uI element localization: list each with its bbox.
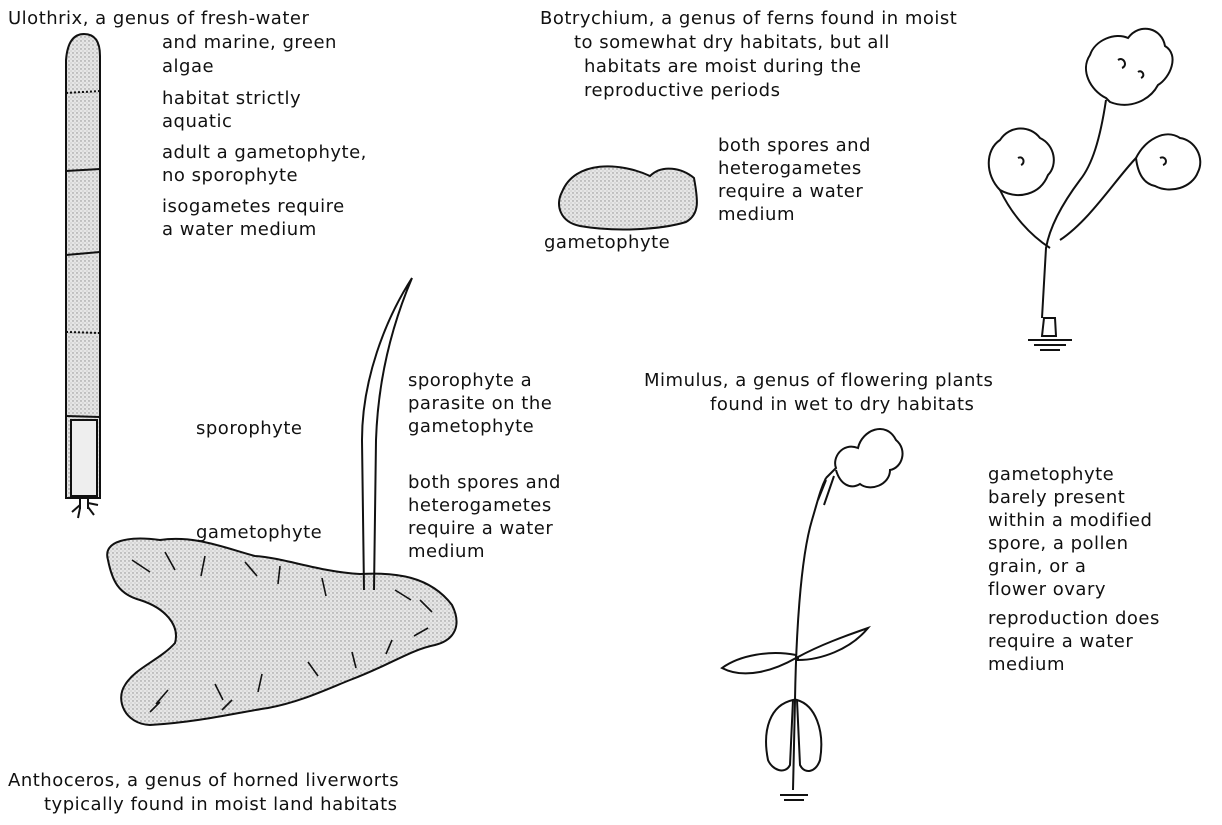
ulothrix-note-habitat-line-2: aquatic xyxy=(162,111,232,133)
ulothrix-note-adult-line-2: no sporophyte xyxy=(162,165,298,187)
ulothrix-note-isogametes-line-1: isogametes require xyxy=(162,196,345,218)
anthoceros-sporophyte-label: sporophyte xyxy=(196,418,302,440)
anthoceros-note-spores-line-2: heterogametes xyxy=(408,495,552,517)
mimulus-note-gametophyte-line-1: gametophyte xyxy=(988,464,1114,486)
anthoceros-gametophyte-label: gametophyte xyxy=(196,522,322,544)
anthoceros-note-spores-line-4: medium xyxy=(408,541,485,563)
botrychium-title-line-1: Botrychium, a genus of ferns found in mo… xyxy=(540,8,957,30)
anthoceros-thallus-drawing xyxy=(107,539,456,725)
ulothrix-note-isogametes-line-2: a water medium xyxy=(162,219,317,241)
anthoceros-caption-line-1: Anthoceros, a genus of horned liverworts xyxy=(8,770,399,792)
ulothrix-filament-drawing xyxy=(66,34,100,518)
mimulus-note-reproduction-line-3: medium xyxy=(988,654,1065,676)
ulothrix-note-habitat-line-1: habitat strictly xyxy=(162,88,301,110)
mimulus-note-gametophyte-line-4: spore, a pollen xyxy=(988,533,1129,555)
anthoceros-note-spores-line-1: both spores and xyxy=(408,472,561,494)
mimulus-note-gametophyte-line-5: grain, or a xyxy=(988,556,1086,578)
botrychium-title-line-2: to somewhat dry habitats, but all xyxy=(574,32,890,54)
mimulus-title-line-2: found in wet to dry habitats xyxy=(710,394,974,416)
anthoceros-note-spores-line-3: require a water xyxy=(408,518,553,540)
anthoceros-caption-line-2: typically found in moist land habitats xyxy=(44,794,398,816)
botrychium-fern-drawing xyxy=(989,29,1201,350)
botrychium-title-line-4: reproductive periods xyxy=(584,80,780,102)
mimulus-plant-drawing xyxy=(722,429,903,800)
mimulus-note-reproduction-line-2: require a water xyxy=(988,631,1133,653)
botrychium-gametophyte-label: gametophyte xyxy=(544,232,670,254)
ulothrix-note-adult-line-1: adult a gametophyte, xyxy=(162,142,367,164)
botrychium-note-line-2: heterogametes xyxy=(718,158,862,180)
botrychium-gametophyte-drawing xyxy=(559,166,697,229)
mimulus-note-reproduction-line-1: reproduction does xyxy=(988,608,1160,630)
botrychium-note-line-1: both spores and xyxy=(718,135,871,157)
mimulus-title-line-1: Mimulus, a genus of flowering plants xyxy=(644,370,993,392)
botrychium-note-line-3: require a water xyxy=(718,181,863,203)
anthoceros-note-parasite-line-1: sporophyte a xyxy=(408,370,532,392)
anthoceros-sporophyte-drawing xyxy=(362,278,412,590)
mimulus-note-gametophyte-line-3: within a modified xyxy=(988,510,1152,532)
botrychium-title-line-3: habitats are moist during the xyxy=(584,56,861,78)
anthoceros-note-parasite-line-3: gametophyte xyxy=(408,416,534,438)
ulothrix-title-line-2: and marine, green xyxy=(162,32,337,54)
mimulus-note-gametophyte-line-2: barely present xyxy=(988,487,1125,509)
ulothrix-title-line-1: Ulothrix, a genus of fresh-water xyxy=(8,8,309,30)
botrychium-note-line-4: medium xyxy=(718,204,795,226)
ulothrix-title-line-3: algae xyxy=(162,56,214,78)
anthoceros-note-parasite-line-2: parasite on the xyxy=(408,393,552,415)
mimulus-note-gametophyte-line-6: flower ovary xyxy=(988,579,1106,601)
